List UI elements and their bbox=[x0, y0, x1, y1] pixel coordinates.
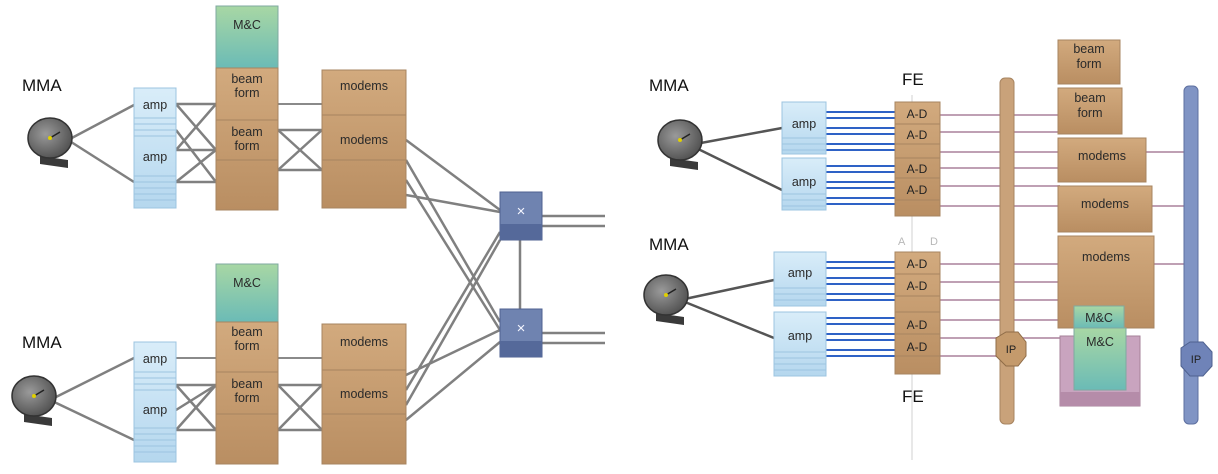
mc-label: M&C bbox=[1086, 335, 1114, 349]
ip-router-icon: IP bbox=[1006, 344, 1016, 356]
left-wires bbox=[49, 102, 605, 442]
beam-form-column-1: M&C beam form beam form bbox=[215, 5, 279, 211]
mma-label-3: MMA bbox=[649, 76, 689, 95]
ad-axis-d: D bbox=[930, 236, 938, 248]
modems-label: modems bbox=[340, 79, 388, 93]
right-processing-stack: beam form beam form modems modems modems bbox=[1057, 39, 1155, 329]
switch-label: × bbox=[517, 203, 526, 220]
ip-router-icon: IP bbox=[1191, 354, 1201, 366]
form-label: form bbox=[235, 339, 260, 353]
amp-label: amp bbox=[143, 403, 167, 417]
amp-label: amp bbox=[143, 98, 167, 112]
form-label: form bbox=[235, 391, 260, 405]
ip-bus-right: IP bbox=[1180, 85, 1213, 425]
ad-label: A-D bbox=[907, 279, 928, 293]
amp-label: amp bbox=[792, 117, 816, 131]
form-label: form bbox=[1078, 106, 1103, 120]
dish-antenna-icon bbox=[657, 119, 703, 170]
switch-label: × bbox=[517, 320, 526, 337]
ad-label: A-D bbox=[907, 128, 928, 142]
beam-label: beam bbox=[1074, 91, 1105, 105]
mc-stack-right: M&C M&C bbox=[1059, 305, 1141, 407]
fibre-lines-top bbox=[826, 111, 895, 205]
amp-stack-3: amp amp bbox=[781, 101, 827, 211]
modems-column-1: modems modems bbox=[321, 69, 407, 209]
amp-label: amp bbox=[143, 150, 167, 164]
ad-label: A-D bbox=[907, 340, 928, 354]
crossbar-switch-icon: × bbox=[499, 308, 543, 358]
modems-column-2: modems modems bbox=[321, 323, 407, 465]
mc-label: M&C bbox=[1085, 311, 1113, 325]
beam-label: beam bbox=[231, 72, 262, 86]
ad-label: A-D bbox=[907, 257, 928, 271]
form-label: form bbox=[1077, 57, 1102, 71]
beam-label: beam bbox=[231, 125, 262, 139]
modems-label: modems bbox=[340, 133, 388, 147]
form-label: form bbox=[235, 86, 260, 100]
amp-label: amp bbox=[788, 329, 812, 343]
beam-label: beam bbox=[1073, 42, 1104, 56]
mma-label-2: MMA bbox=[22, 333, 62, 352]
amp-stack-1: amp amp bbox=[133, 87, 177, 209]
fibre-lines-bottom bbox=[826, 261, 895, 357]
amp-label: amp bbox=[788, 266, 812, 280]
left-architecture: MMA MMA amp amp bbox=[11, 5, 605, 465]
mma-label-4: MMA bbox=[649, 235, 689, 254]
ad-label: A-D bbox=[907, 318, 928, 332]
amp-label: amp bbox=[143, 352, 167, 366]
mc-label: M&C bbox=[233, 18, 261, 32]
mc-label: M&C bbox=[233, 276, 261, 290]
modems-label: modems bbox=[340, 387, 388, 401]
ad-label: A-D bbox=[907, 107, 928, 121]
modems-label: modems bbox=[1082, 250, 1130, 264]
fe-label-top: FE bbox=[902, 70, 924, 89]
amp-stack-2: amp amp bbox=[133, 341, 177, 463]
ad-axis-a: A bbox=[898, 236, 906, 248]
modems-label: modems bbox=[1078, 149, 1126, 163]
dish-antenna-icon bbox=[11, 375, 57, 426]
antenna-wires-right bbox=[679, 126, 783, 340]
modems-label: modems bbox=[340, 335, 388, 349]
amp-stack-4: amp amp bbox=[773, 251, 827, 377]
dish-antenna-icon bbox=[643, 274, 689, 325]
form-label: form bbox=[235, 139, 260, 153]
crossbar-switch-icon: × bbox=[499, 191, 543, 241]
mma-label-1: MMA bbox=[22, 76, 62, 95]
beam-label: beam bbox=[231, 325, 262, 339]
amp-label: amp bbox=[792, 175, 816, 189]
dish-antenna-icon bbox=[27, 117, 73, 168]
ad-converters-bottom: A-D A-D A-D A-D bbox=[894, 251, 941, 375]
ad-label: A-D bbox=[907, 183, 928, 197]
ad-label: A-D bbox=[907, 162, 928, 176]
beam-form-column-2: M&C beam form beam form bbox=[215, 263, 279, 465]
ad-converters-top: A-D A-D A-D A-D bbox=[894, 101, 941, 217]
fe-label-bottom: FE bbox=[902, 387, 924, 406]
modems-label: modems bbox=[1081, 197, 1129, 211]
ip-bus-left: IP bbox=[995, 77, 1027, 425]
beam-label: beam bbox=[231, 377, 262, 391]
right-architecture: A D bbox=[643, 39, 1213, 460]
